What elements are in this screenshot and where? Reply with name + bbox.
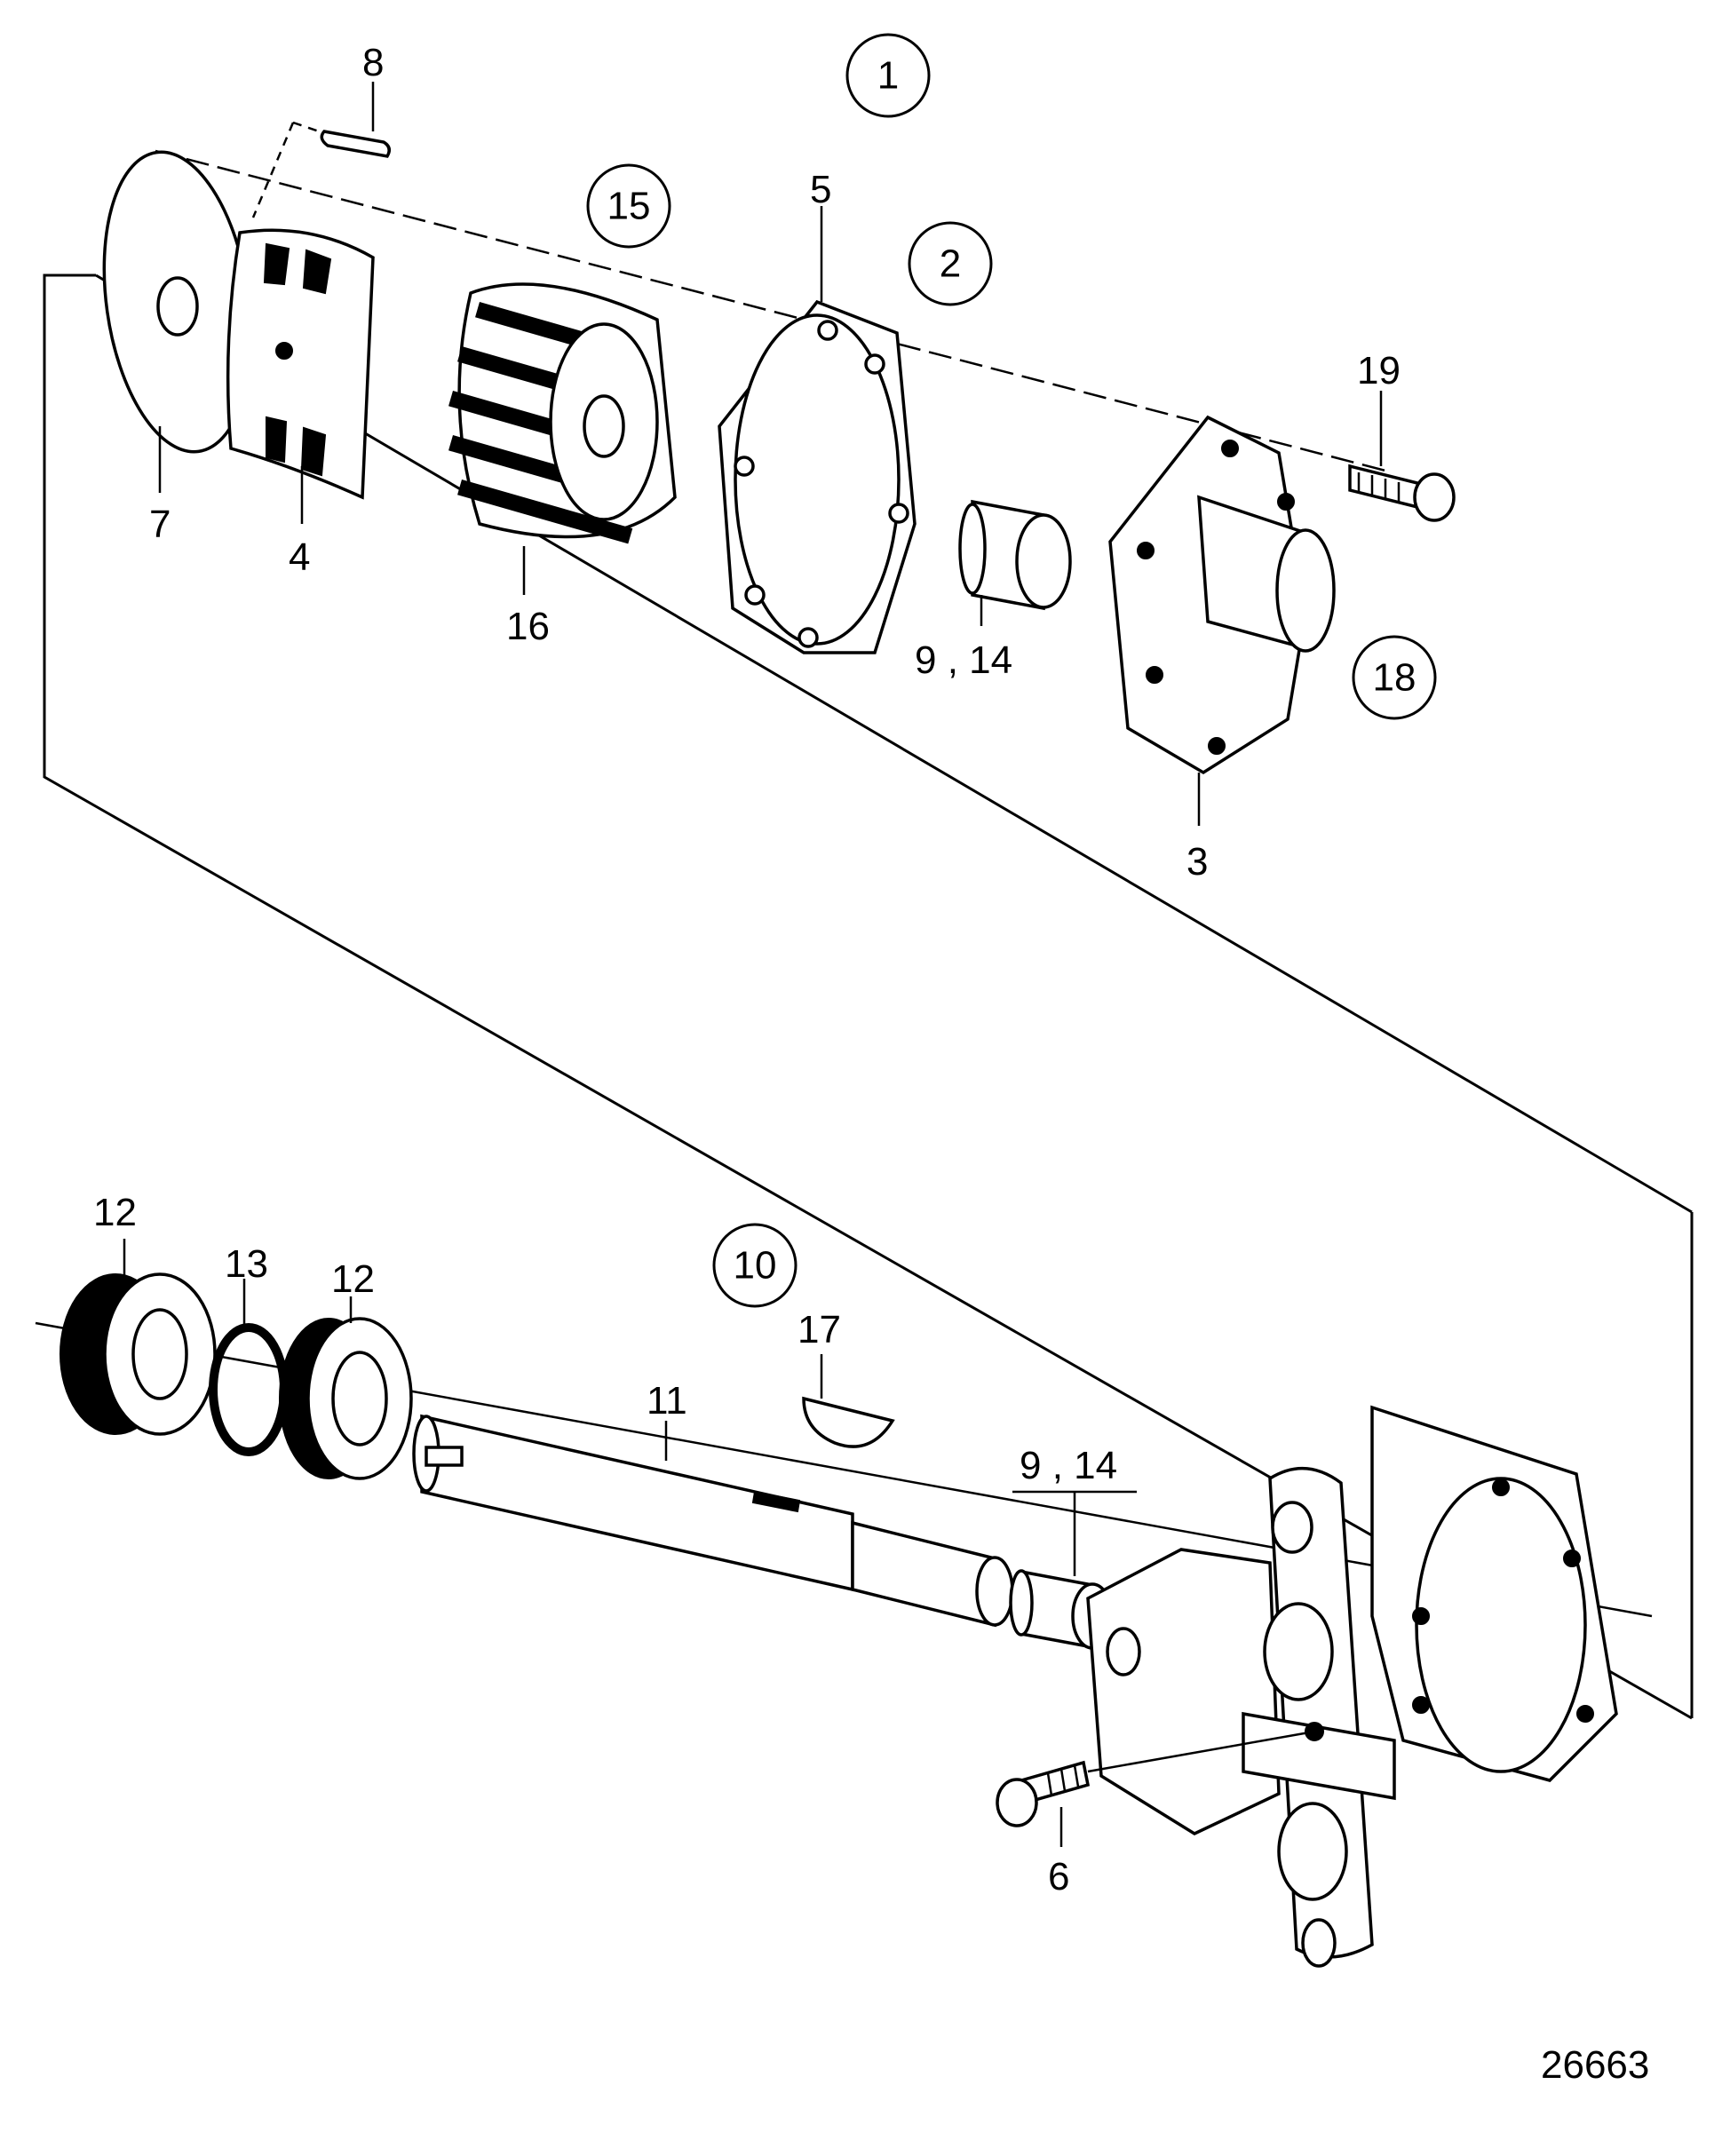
- bushing-part-9-14-top: [958, 499, 1072, 611]
- part-label-7: 7: [149, 503, 171, 546]
- callout-1-label: 1: [877, 54, 899, 98]
- figure-number: 26663: [1541, 2043, 1649, 2087]
- part-label-11: 11: [647, 1379, 687, 1423]
- part-label-17: 17: [798, 1308, 841, 1351]
- callout-18: 18: [1352, 635, 1437, 720]
- gasket-part-5: [718, 299, 917, 654]
- callout-1: 1: [845, 33, 931, 118]
- part-label-9-14-top: 9 , 14: [915, 638, 1012, 682]
- part-label-4: 4: [289, 535, 310, 579]
- leader-lines: [123, 82, 1383, 1847]
- part-label-8: 8: [362, 41, 384, 84]
- screw-part-6: [996, 1730, 1315, 1827]
- cover-part-3: [1108, 415, 1336, 775]
- bearing-part-12-right: [279, 1317, 413, 1480]
- part-label-13: 13: [225, 1242, 268, 1286]
- key-part-17: [802, 1396, 895, 1448]
- impeller-part-16: [448, 282, 677, 544]
- part-label-19: 19: [1357, 349, 1401, 392]
- callout-10-label: 10: [734, 1244, 777, 1288]
- pin-part-8: [251, 121, 391, 218]
- callout-2-label: 2: [940, 242, 961, 286]
- liner-part-4: [226, 228, 375, 500]
- end-plate-part-7: [102, 150, 253, 454]
- part-label-5: 5: [810, 168, 831, 211]
- part-label-3: 3: [1186, 840, 1208, 884]
- part-label-9-14-bottom: 9 , 14: [1020, 1444, 1117, 1487]
- circlip-part-13: [209, 1323, 289, 1456]
- part-label-12-right: 12: [331, 1257, 375, 1301]
- part-label-6: 6: [1048, 1855, 1069, 1898]
- callout-15-label: 15: [607, 185, 651, 228]
- part-label-16: 16: [506, 605, 550, 648]
- part-label-12-left: 12: [93, 1191, 137, 1234]
- pump-housing: [1086, 1405, 1618, 1968]
- callout-10: 10: [712, 1223, 798, 1308]
- callout-2: 2: [908, 221, 993, 306]
- shaft-part-11: [412, 1414, 1014, 1628]
- bearing-part-12-left: [60, 1272, 217, 1436]
- callout-18-label: 18: [1373, 656, 1416, 700]
- screw-part-19: [1348, 464, 1456, 522]
- callout-15: 15: [586, 163, 671, 249]
